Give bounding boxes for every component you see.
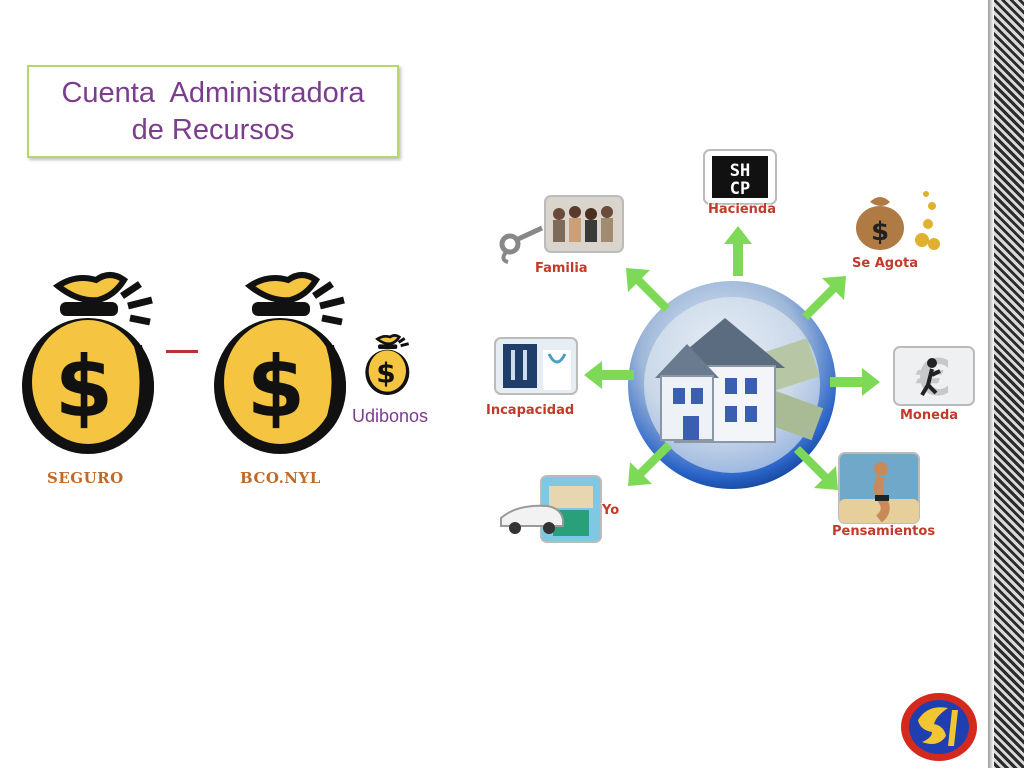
money-bag-icon-udibonos: $	[365, 334, 410, 395]
arrow-up-right-icon	[802, 276, 846, 320]
node-label-familia: Familia	[535, 261, 588, 276]
title-line-2: de Recursos	[131, 113, 295, 146]
dollar-sign: $	[55, 338, 113, 436]
doctor-xray-icon	[494, 337, 578, 395]
money-bag-coins-icon: $	[856, 191, 940, 250]
euro-coin-icon: €	[893, 346, 975, 407]
node-label-yo: Yo	[602, 503, 620, 518]
arrow-right-icon	[830, 368, 880, 396]
node-label-pensamientos: Pensamientos	[832, 524, 936, 539]
car-house-beach-icon	[500, 475, 602, 543]
beach-person-icon	[838, 452, 920, 524]
bag-label-bco-nyl: BCO.NYL	[240, 469, 321, 487]
company-logo-icon	[901, 693, 977, 761]
shcp-text-bottom: CP	[730, 179, 750, 199]
euro-symbol: €	[916, 349, 952, 407]
money-bag-icon-seguro: $	[22, 272, 154, 454]
shcp-text-top: SH	[730, 161, 750, 181]
decorative-edge-strip	[988, 0, 1024, 768]
crane-hook-icon	[499, 225, 544, 264]
arrow-down-left-icon	[628, 442, 672, 486]
arrow-left-icon	[584, 361, 634, 389]
shcp-logo-icon: SH CP	[703, 149, 777, 205]
coin-dollar-sign: $	[871, 217, 889, 247]
money-bag-icon-bco-nyl: $	[214, 272, 346, 454]
minus-operator	[166, 350, 198, 353]
node-label-moneda: Moneda	[900, 408, 959, 423]
arrow-up-left-icon	[626, 268, 670, 312]
title-line-1: Cuenta Administradora	[61, 76, 365, 109]
node-label-incapacidad: Incapacidad	[486, 403, 575, 418]
node-label-se-agota: Se Agota	[852, 256, 918, 271]
dollar-sign: $	[247, 338, 305, 436]
udibonos-label: Udibonos	[352, 406, 429, 426]
family-photo-icon	[544, 195, 624, 253]
bag-label-seguro: SEGURO	[47, 469, 124, 487]
title-box: Cuenta Administradora de Recursos	[27, 65, 399, 158]
dollar-sign: $	[376, 356, 395, 389]
arrow-up-icon	[724, 226, 752, 276]
house-globe-icon	[628, 281, 836, 489]
arrow-down-right-icon	[794, 446, 838, 490]
node-label-hacienda: Hacienda	[708, 202, 776, 217]
